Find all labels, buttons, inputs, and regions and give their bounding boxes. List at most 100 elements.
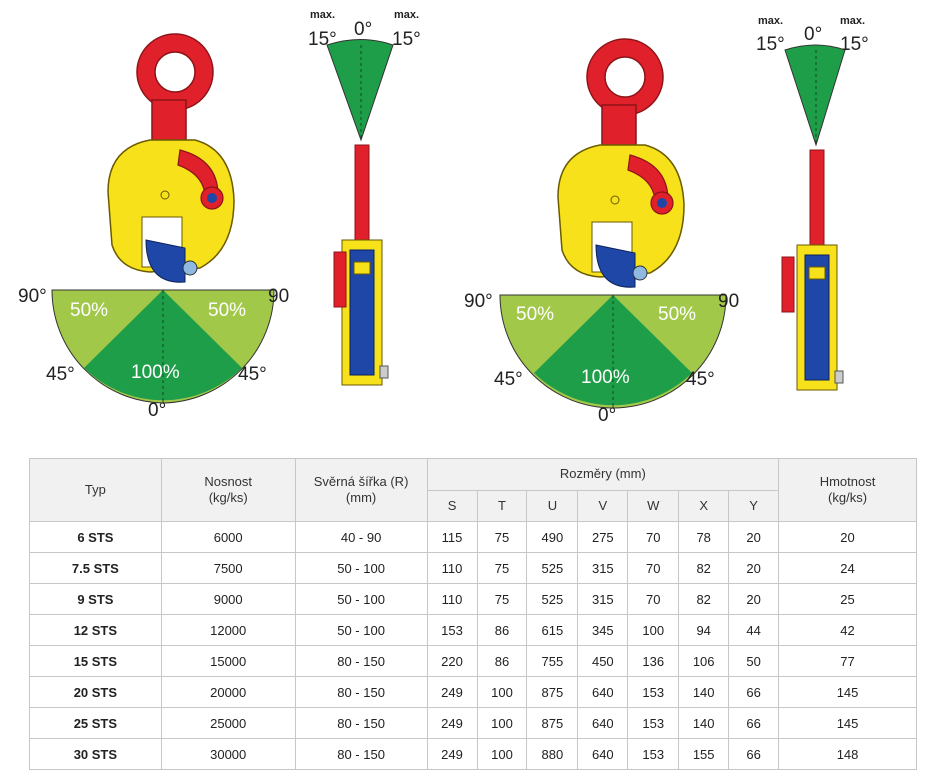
label-bottom-0: 0° <box>598 405 616 426</box>
cell-hmotnost: 42 <box>778 614 917 646</box>
clamp-side-view-2: max. max. 15° 0° 15° <box>756 15 869 391</box>
cell-v: 345 <box>577 614 629 646</box>
cell-w: 153 <box>627 707 680 739</box>
cell-t: 75 <box>476 583 528 615</box>
label-angle-right: 15° <box>392 29 420 50</box>
cell-sirka: 50 - 100 <box>294 552 428 584</box>
cell-w: 70 <box>627 521 680 553</box>
cell-s: 249 <box>426 738 478 770</box>
cell-sirka: 40 - 90 <box>294 521 428 553</box>
cell-t: 100 <box>476 707 528 739</box>
cell-hmotnost: 20 <box>778 521 917 553</box>
cell-s: 110 <box>426 552 478 584</box>
header-s: S <box>426 489 478 522</box>
header-nosnost: Nosnost (kg/ks) <box>160 458 296 522</box>
cell-hmotnost: 25 <box>778 583 917 615</box>
label-right-pct: 50% <box>208 300 246 321</box>
label-left-pct: 50% <box>516 304 554 325</box>
header-v: V <box>577 489 629 522</box>
cell-w: 153 <box>627 676 680 708</box>
cell-w: 70 <box>627 583 680 615</box>
cell-hmotnost: 24 <box>778 552 917 584</box>
label-bottom-0: 0° <box>148 400 166 421</box>
cell-v: 275 <box>577 521 629 553</box>
header-hmotnost: Hmotnost (kg/ks) <box>778 458 917 522</box>
clamp-side-view-1: max. max. 15° 0° 15° <box>308 9 420 386</box>
cell-s: 115 <box>426 521 478 553</box>
cell-sirka: 80 - 150 <box>294 738 428 770</box>
label-angle-center: 0° <box>804 24 822 45</box>
cell-w: 136 <box>627 645 680 677</box>
cell-t: 86 <box>476 614 528 646</box>
cell-u: 875 <box>526 676 579 708</box>
cell-u: 490 <box>526 521 579 553</box>
cell-v: 315 <box>577 583 629 615</box>
cell-typ: 20 STS <box>29 676 162 708</box>
cell-u: 755 <box>526 645 579 677</box>
cell-y: 20 <box>728 521 780 553</box>
label-left-45: 45° <box>46 364 75 385</box>
cell-y: 20 <box>728 552 780 584</box>
cell-t: 86 <box>476 645 528 677</box>
clamp-diagrams: 90° 90° 45° 45° 0° 50% 50% 100% max. max… <box>18 9 869 426</box>
label-left-90: 90° <box>18 286 47 307</box>
cell-typ: 15 STS <box>29 645 162 677</box>
cell-typ: 30 STS <box>29 738 162 770</box>
label-angle-left: 15° <box>756 34 785 55</box>
label-angle-center: 0° <box>354 19 372 40</box>
cell-s: 249 <box>426 676 478 708</box>
cell-t: 75 <box>476 552 528 584</box>
cell-sirka: 80 - 150 <box>294 645 428 677</box>
header-svrna-sirka: Svěrná šířka (R) (mm) <box>294 458 428 522</box>
header-y: Y <box>728 489 780 522</box>
cell-y: 20 <box>728 583 780 615</box>
cell-y: 66 <box>728 738 780 770</box>
header-x: X <box>678 489 730 522</box>
cell-t: 100 <box>476 738 528 770</box>
label-angle-right: 15° <box>840 34 869 55</box>
cell-typ: 25 STS <box>29 707 162 739</box>
label-left-45: 45° <box>494 369 523 390</box>
header-u: U <box>526 489 579 522</box>
label-right-90: 90° <box>718 291 740 312</box>
cell-hmotnost: 145 <box>778 676 917 708</box>
cell-sirka: 50 - 100 <box>294 583 428 615</box>
cell-sirka: 50 - 100 <box>294 614 428 646</box>
cell-x: 78 <box>678 521 730 553</box>
cell-w: 100 <box>627 614 680 646</box>
cell-y: 66 <box>728 707 780 739</box>
cell-u: 875 <box>526 707 579 739</box>
cell-u: 880 <box>526 738 579 770</box>
label-center-pct: 100% <box>131 362 180 383</box>
cell-hmotnost: 77 <box>778 645 917 677</box>
spec-table: Typ Nosnost (kg/ks) Svěrná šířka (R) (mm… <box>29 458 917 770</box>
cell-nosnost: 7500 <box>160 552 296 584</box>
label-center-pct: 100% <box>581 367 630 388</box>
label-right-90: 90° <box>268 286 290 307</box>
header-rozmery: Rozměry (mm) <box>426 458 780 491</box>
cell-typ: 9 STS <box>29 583 162 615</box>
cell-nosnost: 6000 <box>160 521 296 553</box>
label-max-right: max. <box>840 15 865 27</box>
cell-s: 110 <box>426 583 478 615</box>
header-typ: Typ <box>29 458 162 522</box>
cell-v: 450 <box>577 645 629 677</box>
cell-x: 106 <box>678 645 730 677</box>
cell-y: 44 <box>728 614 780 646</box>
label-max-left: max. <box>310 9 335 21</box>
clamp-front-view-1: 90° 90° 45° 45° 0° 50% 50% 100% <box>18 33 290 421</box>
label-right-45: 45° <box>238 364 267 385</box>
cell-x: 140 <box>678 676 730 708</box>
cell-x: 140 <box>678 707 730 739</box>
cell-u: 525 <box>526 583 579 615</box>
cell-u: 615 <box>526 614 579 646</box>
cell-typ: 6 STS <box>29 521 162 553</box>
header-w: W <box>627 489 680 522</box>
cell-v: 640 <box>577 738 629 770</box>
